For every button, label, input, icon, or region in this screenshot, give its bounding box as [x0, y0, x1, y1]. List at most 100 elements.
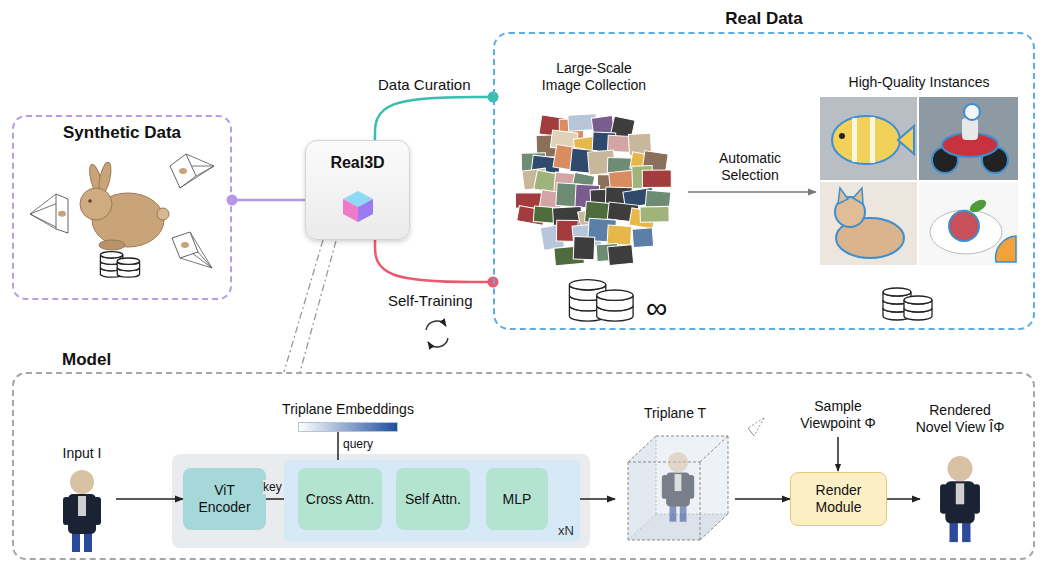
- cube-edge: [700, 514, 728, 540]
- database-top: [569, 280, 605, 290]
- cube-edge: [700, 436, 728, 462]
- cube-face: [343, 199, 358, 222]
- self-attention-box: Self Attn.: [396, 468, 470, 530]
- curation-link: [375, 97, 493, 140]
- node-title: Real Data: [664, 9, 864, 29]
- photo-thumbnail: [640, 206, 669, 222]
- fish-tail: [898, 126, 914, 154]
- database-top: [100, 252, 122, 258]
- image-plane: [56, 194, 68, 233]
- edge-label: Automatic Selection: [700, 150, 800, 184]
- rider: [962, 118, 978, 140]
- figure-head: [70, 470, 94, 494]
- box-label: ViT Encoder: [189, 482, 260, 516]
- mint-leaf: [968, 197, 989, 215]
- plate: [930, 210, 1002, 254]
- photo-thumbnail: [573, 237, 595, 260]
- cube-edge: [628, 462, 700, 463]
- bunny-foot: [99, 240, 125, 250]
- box-label: Self Attn.: [405, 491, 461, 508]
- cube-edge: [628, 540, 700, 541]
- figure-shirt: [78, 496, 86, 516]
- camera-frustum: [172, 232, 212, 268]
- zoom-line: [284, 240, 323, 372]
- figure-head: [947, 456, 972, 481]
- synthetic-link: [232, 199, 305, 202]
- box-label: Cross Attn.: [306, 491, 374, 508]
- image-collection: Large-Scale Image Collection: [508, 100, 680, 276]
- edge-label: key: [263, 480, 282, 494]
- synthetic-data-panel: Synthetic Data: [12, 115, 232, 300]
- endpoint-dot: [227, 195, 238, 206]
- bunny-thumbnail: [181, 242, 189, 248]
- frustum-line: [754, 418, 764, 436]
- real3d-box: Real3D: [305, 140, 410, 240]
- node-title: Large-Scale Image Collection: [538, 60, 650, 94]
- photo-background: [919, 97, 1018, 180]
- bunny-head: [80, 188, 112, 220]
- figure-illustration: [940, 456, 980, 542]
- vit-encoder-box: ViT Encoder: [183, 468, 266, 530]
- input-image: Input I: [52, 468, 112, 552]
- node-title: Triplane Embeddings: [263, 401, 433, 418]
- rotation-symbol: [426, 321, 446, 330]
- triplane-illustration: [628, 436, 728, 540]
- cube-icon: [341, 189, 375, 223]
- viewpoint-arrow: [837, 437, 839, 471]
- infinity-symbol: ∞: [646, 290, 667, 326]
- bunny-tail: [157, 208, 169, 220]
- cube-edge: [728, 436, 729, 514]
- node-title: Real3D: [306, 153, 409, 172]
- fish-stripe: [870, 117, 875, 163]
- image-collage: [515, 114, 671, 266]
- flow-arrow: [116, 498, 183, 500]
- database-stack: [597, 290, 633, 321]
- figure-body: [945, 481, 974, 523]
- cube-edge: [656, 514, 728, 515]
- photo-background: [820, 97, 917, 180]
- triplane-plane: [656, 436, 728, 514]
- node-title: Synthetic Data: [14, 123, 230, 143]
- bunny-illustration: [80, 161, 169, 250]
- image-plane: [172, 232, 198, 258]
- edge-label: query: [343, 437, 373, 451]
- rendered-view: Rendered Novel View ÎΦ: [920, 450, 1000, 550]
- cat-ear: [853, 188, 863, 204]
- cat-ear: [838, 188, 848, 204]
- fish-stripe: [852, 118, 857, 162]
- cross-attention-box: Cross Attn.: [298, 468, 382, 530]
- image-plane: [170, 154, 196, 188]
- transformer-block: Cross Attn.Self Attn.MLPxN: [284, 460, 580, 542]
- triplane-plane: [628, 514, 728, 540]
- bunny-thumbnail: [58, 211, 66, 217]
- viewpoint-camera: [748, 418, 764, 436]
- photo-thumbnail: [607, 225, 632, 245]
- figure-shirt: [675, 474, 682, 491]
- render-module-box: Render Module: [790, 472, 887, 526]
- database-stack: [904, 296, 932, 320]
- photo-thumbnail: [642, 170, 671, 188]
- node-title: High-Quality Instances: [819, 74, 1019, 91]
- flow-arrow: [735, 498, 790, 500]
- node-title: Model: [62, 350, 111, 370]
- database-top: [597, 290, 633, 300]
- node-title: Input I: [42, 445, 122, 462]
- bunny-thumbnail: [179, 168, 187, 174]
- cube-edge: [700, 462, 701, 540]
- cube-edge: [628, 436, 656, 462]
- model-panel: Input I ViT Encoder Cross Attn. Self Attn. M…: [12, 372, 1035, 560]
- photo-thumbnail: [632, 228, 654, 248]
- fish-eye: [839, 133, 845, 139]
- figure-shirt: [956, 483, 964, 504]
- ice-cream: [949, 211, 979, 241]
- orange-slice: [996, 236, 1016, 262]
- node-title: Triplane T: [620, 405, 730, 422]
- frustum-line: [180, 258, 212, 268]
- mlp-box: MLP: [486, 468, 548, 530]
- camera-frustum: [170, 154, 214, 188]
- cube-edge: [656, 436, 657, 514]
- frustum-line: [748, 428, 754, 436]
- frustum-line: [30, 194, 56, 214]
- photo-background: [919, 182, 1018, 265]
- triplane-embeddings-bar: Triplane Embeddings: [298, 422, 398, 432]
